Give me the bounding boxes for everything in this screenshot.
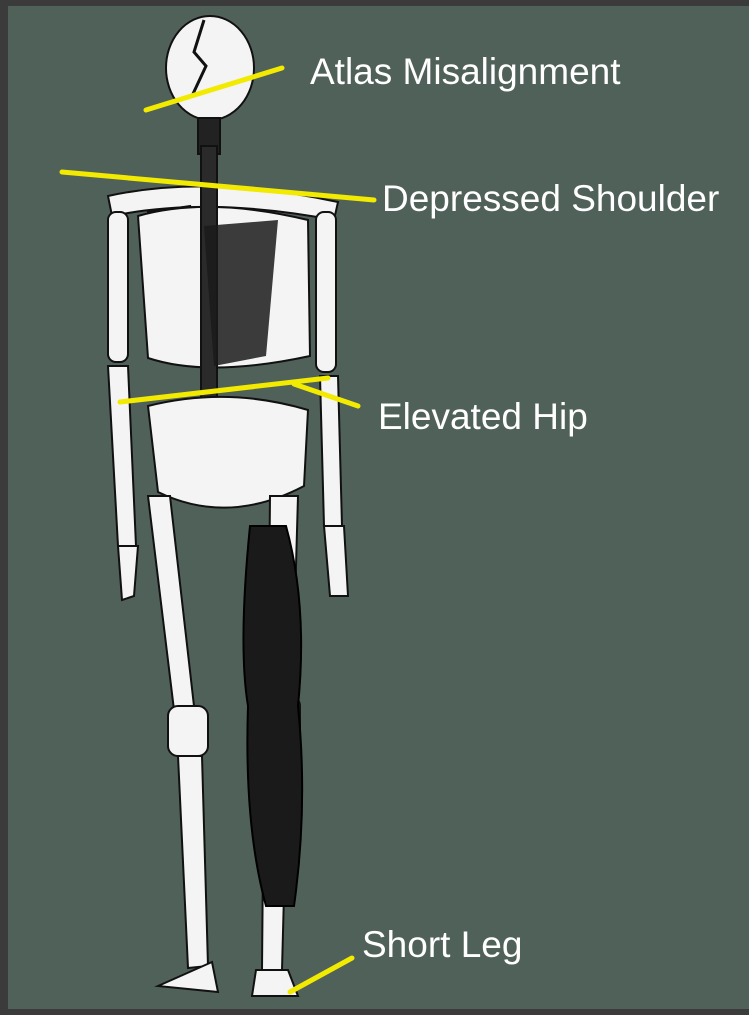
left-forearm — [108, 366, 136, 546]
left-hand — [118, 546, 138, 600]
short-leg-label: Short Leg — [362, 926, 522, 963]
left-knee — [168, 706, 208, 756]
back-muscles — [204, 220, 278, 366]
pelvis — [148, 397, 308, 508]
skull — [166, 16, 254, 120]
left-tibia — [178, 756, 208, 968]
right-humerus — [316, 212, 336, 372]
leg-marker-line — [290, 958, 352, 992]
elevated-hip-label: Elevated Hip — [378, 398, 588, 435]
left-humerus — [108, 212, 128, 362]
skeleton-illustration — [8, 6, 749, 1009]
right-hand — [324, 526, 348, 596]
diagram-canvas: Atlas Misalignment Depressed Shoulder El… — [8, 6, 749, 1009]
atlas-misalignment-label: Atlas Misalignment — [310, 53, 621, 90]
left-femur — [148, 496, 194, 710]
depressed-shoulder-label: Depressed Shoulder — [382, 180, 719, 217]
calf-muscle — [243, 526, 302, 906]
